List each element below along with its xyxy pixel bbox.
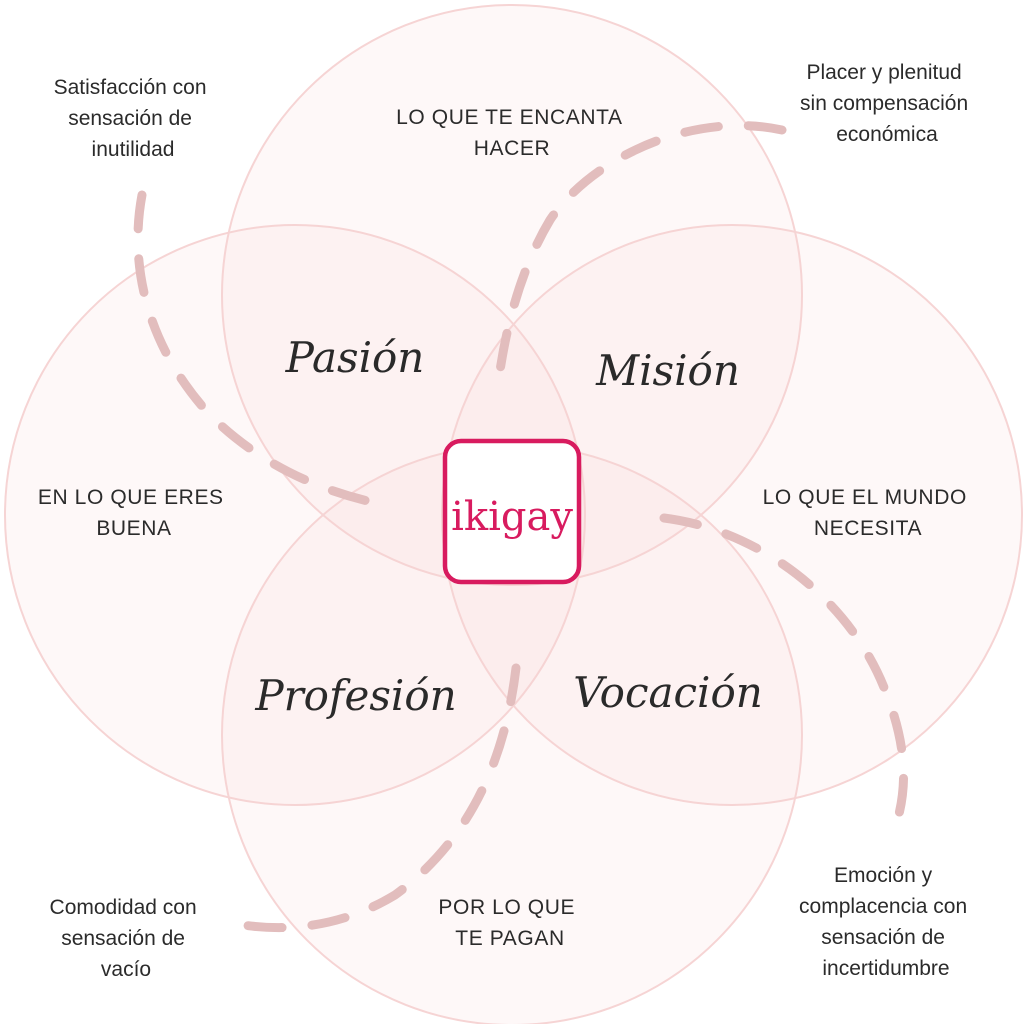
note-bottom-left-line-3: vacío [101, 958, 151, 981]
intersection-vocacion: Vocación [573, 668, 763, 717]
note-top-right-line-2: sin compensación [800, 92, 968, 115]
center-logo: ikigay [451, 494, 573, 540]
circle-label-left-line-1: EN LO QUE ERES [38, 486, 224, 509]
note-bottom-left: Comodidad con sensación de vacío [50, 896, 203, 981]
circle-label-top: LO QUE TE ENCANTA HACER [396, 106, 628, 160]
note-top-left-line-1: Satisfacción con [54, 76, 207, 99]
note-bottom-right-line-2: complacencia con [799, 895, 967, 918]
note-top-right-line-3: económica [836, 123, 938, 146]
note-top-right: Placer y plenitud sin compensación econó… [800, 61, 974, 146]
note-bottom-right-line-4: incertidumbre [822, 957, 949, 980]
circle-label-top-line-1: LO QUE TE ENCANTA [396, 106, 622, 129]
note-bottom-left-line-2: sensación de [61, 927, 185, 950]
note-bottom-right: Emoción y complacencia con sensación de … [799, 864, 973, 980]
dashed-connector-bottom-left [220, 663, 521, 933]
circle-label-right: LO QUE EL MUNDO NECESITA [763, 486, 974, 540]
circle-label-right-line-2: NECESITA [814, 517, 922, 540]
note-top-left-line-3: inutilidad [92, 138, 175, 161]
circle-label-left-line-2: BUENA [96, 517, 171, 540]
dashed-connector-bottom-right [659, 513, 909, 823]
center-logo-frame [442, 438, 582, 585]
circle-label-bottom: POR LO QUE TE PAGAN [438, 896, 581, 950]
note-bottom-right-line-3: sensación de [821, 926, 945, 949]
circle-label-right-line-1: LO QUE EL MUNDO [763, 486, 967, 509]
intersection-pasion: Pasión [285, 333, 425, 382]
circle-left [4, 224, 586, 806]
intersection-mision: Misión [595, 346, 740, 395]
dashed-connector-top-left [133, 190, 377, 507]
circle-top [221, 4, 803, 586]
dashed-connector-top-right [493, 121, 787, 390]
circle-right [441, 224, 1023, 806]
note-top-left-line-2: sensación de [68, 107, 192, 130]
circle-label-top-line-2: HACER [474, 137, 551, 160]
note-top-left: Satisfacción con sensación de inutilidad [54, 76, 213, 161]
circle-label-bottom-line-2: TE PAGAN [455, 927, 564, 950]
note-bottom-right-line-1: Emoción y [834, 864, 933, 887]
note-bottom-left-line-1: Comodidad con [50, 896, 197, 919]
intersection-profesion: Profesión [254, 671, 456, 720]
circle-label-bottom-line-1: POR LO QUE [438, 896, 575, 919]
note-top-right-line-1: Placer y plenitud [806, 61, 961, 84]
circle-label-left: EN LO QUE ERES BUENA [38, 486, 230, 540]
